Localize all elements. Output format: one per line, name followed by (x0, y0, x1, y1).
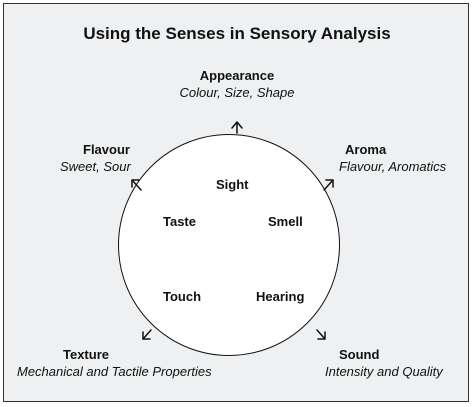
arrow-flavour (131, 179, 142, 191)
attribute-sound: Sound Intensity and Quality (325, 346, 443, 380)
senses-circle (118, 134, 340, 356)
attribute-texture: Texture Mechanical and Tactile Propertie… (17, 346, 212, 380)
attribute-heading: Texture (63, 347, 109, 362)
sense-sight: Sight (216, 177, 249, 192)
sense-smell: Smell (268, 214, 303, 229)
sense-touch: Touch (163, 289, 202, 304)
diagram-title: Using the Senses in Sensory Analysis (83, 24, 391, 43)
attribute-appearance: Appearance Colour, Size, Shape (137, 67, 337, 101)
arrow-texture (142, 329, 152, 340)
attribute-flavour: Flavour Sweet, Sour (60, 141, 131, 175)
sense-taste: Taste (163, 214, 196, 229)
arrow-aroma (323, 179, 334, 191)
attribute-detail: Flavour, Aromatics (339, 159, 447, 174)
attribute-heading: Sound (339, 347, 380, 362)
attribute-heading: Flavour (83, 142, 130, 157)
attribute-detail: Sweet, Sour (60, 159, 131, 174)
attribute-heading: Aroma (345, 142, 387, 157)
attribute-detail: Mechanical and Tactile Properties (17, 364, 212, 379)
attribute-aroma: Aroma Flavour, Aromatics (339, 141, 446, 175)
arrow-appearance (231, 121, 243, 134)
attribute-detail: Intensity and Quality (325, 364, 443, 379)
sense-hearing: Hearing (256, 289, 305, 304)
arrow-sound (316, 329, 326, 340)
attribute-heading: Appearance (199, 68, 275, 83)
attribute-detail: Colour, Size, Shape (179, 85, 295, 100)
